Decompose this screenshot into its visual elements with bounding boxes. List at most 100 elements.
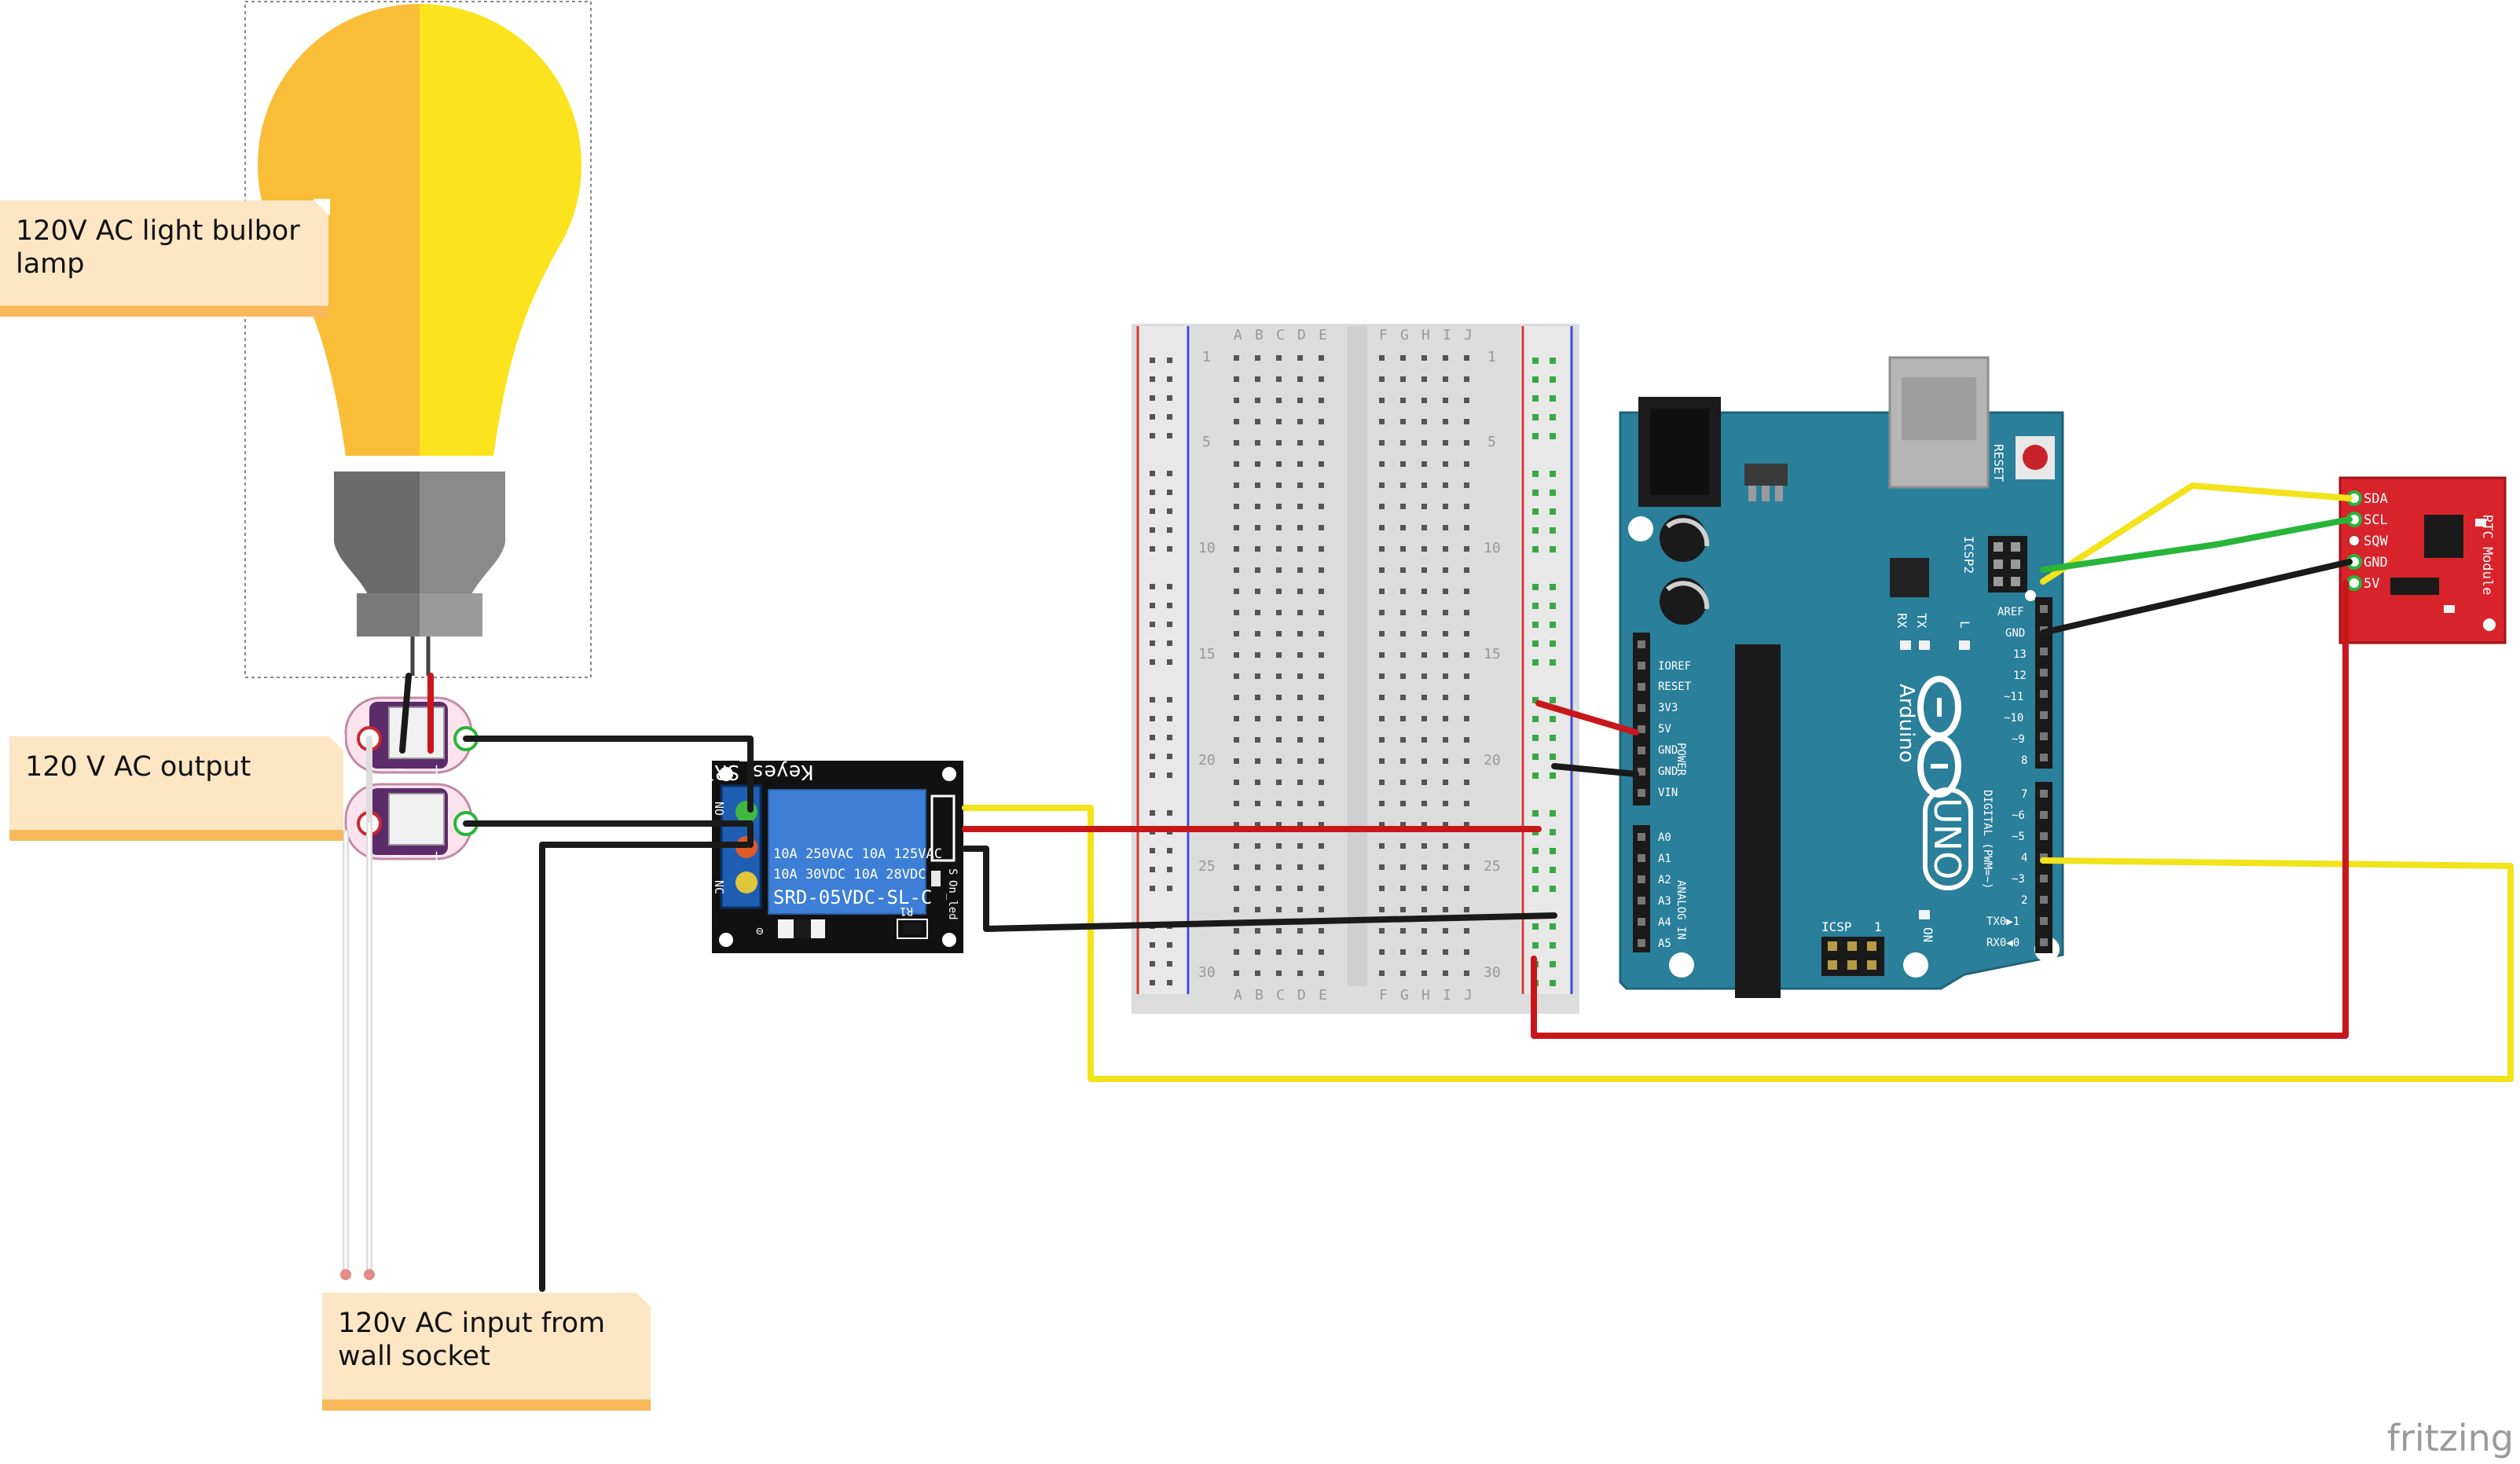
bb-rail-hole — [1550, 584, 1556, 590]
bb-rail-hole — [1150, 546, 1155, 552]
arduino-on-label: ON — [1920, 927, 1935, 942]
arduino-header-pin — [2040, 669, 2048, 677]
bb-hole — [1297, 970, 1303, 976]
bb-col-a: A — [1234, 327, 1242, 343]
bb-hole — [1234, 864, 1239, 870]
bb-hole — [1464, 758, 1469, 764]
bb-hole — [1464, 673, 1469, 679]
bb-hole — [1443, 970, 1448, 976]
bb-hole — [1400, 398, 1406, 403]
bb-hole — [1443, 801, 1448, 806]
arduino-tx-label: TX — [1914, 613, 1929, 629]
bb-hole — [1297, 398, 1303, 403]
bb-hole — [1400, 376, 1406, 382]
bb-hole — [1464, 610, 1469, 615]
arduino-uno-label: UNO — [1926, 798, 1968, 879]
arduino-pin-6: ~6 — [2012, 809, 2025, 822]
bb-hole — [1319, 758, 1324, 764]
bb-hole — [1234, 440, 1239, 446]
arduino-header-pin — [2040, 790, 2048, 798]
bb-row-15: 15 — [1198, 646, 1216, 662]
bb-rail-hole — [1550, 433, 1556, 439]
bb-rail-hole — [1150, 848, 1155, 853]
bb-hole — [1255, 843, 1260, 849]
bb-hole — [1276, 886, 1282, 891]
bb-rail-hole — [1167, 640, 1172, 646]
bb-rail-hole — [1532, 433, 1539, 439]
bb-rail-hole — [1150, 961, 1155, 967]
bb-hole — [1319, 398, 1324, 403]
bb-hole — [1443, 780, 1448, 785]
arduino-header-pin — [1638, 918, 1645, 926]
bb-hole — [1421, 546, 1427, 552]
bb-row-30: 30 — [1198, 964, 1216, 981]
arduino-header-pin — [2040, 917, 2048, 925]
bb-col-h-bottom: H — [1421, 987, 1430, 1004]
bb-hole — [1319, 886, 1324, 891]
bb-rail-hole — [1550, 867, 1556, 873]
bb-hole — [1379, 355, 1385, 361]
bb-hole — [1421, 440, 1427, 446]
relay-s-label: S — [946, 868, 959, 875]
note-bulb-text: 120V AC light bulbor lamp — [16, 215, 300, 280]
arduino-header-pin — [2040, 875, 2048, 882]
bb-hole — [1421, 695, 1427, 700]
bb-hole — [1297, 652, 1303, 658]
bb-rail-hole — [1550, 754, 1556, 760]
bb-rail-hole — [1532, 735, 1539, 741]
bb-rail-hole — [1167, 810, 1172, 816]
bb-rail-hole — [1532, 697, 1539, 703]
bb-hole — [1297, 461, 1303, 467]
bb-rail-hole — [1167, 980, 1172, 985]
bb-hole — [1234, 949, 1239, 955]
wires — [340, 482, 2514, 1292]
bb-hole — [1421, 376, 1427, 382]
bb-hole — [1319, 631, 1324, 637]
bb-hole — [1255, 589, 1260, 594]
arduino-pin-a5: A5 — [1658, 937, 1671, 950]
bb-hole — [1319, 949, 1324, 955]
bb-hole — [1400, 355, 1406, 361]
bb-hole — [1234, 398, 1239, 403]
bb-hole — [1255, 631, 1260, 637]
rtc-pin-gnd: GND — [2364, 555, 2388, 571]
bb-hole — [1379, 589, 1385, 594]
bb-hole — [1421, 567, 1427, 573]
bb-hole — [1276, 482, 1282, 488]
bb-row-5-right: 5 — [1487, 434, 1496, 450]
bb-hole — [1400, 780, 1406, 785]
bb-rail-hole — [1550, 414, 1556, 420]
arduino-pin-a4: A4 — [1658, 916, 1671, 929]
bb-hole — [1443, 949, 1448, 955]
bb-hole — [1443, 398, 1448, 403]
arduino-icsp2-label: ICSP2 — [1961, 536, 1976, 574]
bb-hole — [1400, 886, 1406, 891]
bb-hole — [1276, 525, 1282, 530]
bb-hole — [1276, 780, 1282, 785]
bb-rail-hole — [1550, 395, 1556, 402]
bb-hole — [1276, 737, 1282, 743]
bb-row-25-right: 25 — [1484, 858, 1501, 875]
bb-hole — [1464, 907, 1469, 912]
bb-hole — [1464, 525, 1469, 530]
bb-hole — [1319, 928, 1324, 934]
arduino-header-pin — [2040, 896, 2048, 904]
bb-hole — [1255, 758, 1260, 764]
arduino-pin-9: ~9 — [2012, 733, 2025, 746]
bb-hole — [1443, 928, 1448, 934]
bb-rail-hole — [1550, 603, 1556, 609]
fritzing-brand: fritzing — [2386, 1417, 2514, 1459]
bb-rail-hole — [1150, 735, 1155, 740]
arduino-pin-2: 2 — [2021, 894, 2027, 907]
rtc-pin-sda: SDA — [2364, 491, 2388, 507]
bb-hole — [1234, 843, 1239, 849]
bb-hole — [1234, 737, 1239, 743]
bb-hole — [1297, 758, 1303, 764]
bb-col-g: G — [1400, 327, 1409, 343]
relay-led-label: On_led — [946, 880, 959, 920]
bb-hole — [1421, 864, 1427, 870]
bb-rail-hole — [1532, 490, 1539, 496]
bb-hole — [1379, 716, 1385, 721]
arduino-pin-0: RX0◀0 — [1986, 937, 2019, 949]
bb-row-1: 1 — [1202, 349, 1211, 365]
